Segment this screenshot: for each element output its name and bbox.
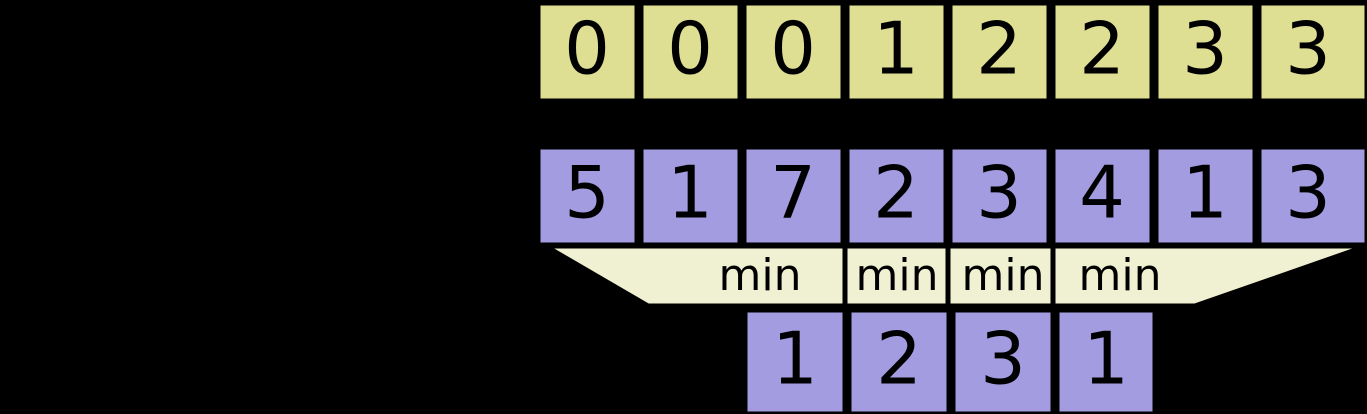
value-cell-value-4: 3 [976, 151, 1022, 235]
min-label-1: min [719, 250, 802, 301]
value-cell-5 [1050, 144, 1155, 248]
index-cell-0 [535, 0, 640, 104]
index-cell-7 [1256, 0, 1367, 104]
result-cell-2 [950, 307, 1056, 414]
index-cell-6 [1153, 0, 1258, 104]
index-cell-1 [638, 0, 743, 104]
value-cell-0 [535, 144, 640, 248]
value-cell-4 [947, 144, 1052, 248]
index-cell-value-0: 0 [564, 7, 610, 91]
result-cell-0 [742, 307, 848, 414]
value-cell-1 [638, 144, 743, 248]
value-cell-value-3: 2 [873, 151, 919, 235]
index-cell-5 [1050, 0, 1155, 104]
result-row: 1 2 3 1 [742, 307, 1158, 414]
index-cell-value-4: 2 [976, 7, 1022, 91]
index-cell-value-5: 2 [1079, 7, 1125, 91]
value-cell-value-5: 4 [1079, 151, 1125, 235]
value-row: 5 1 7 2 3 4 1 3 [535, 144, 1367, 248]
index-cell-value-3: 1 [873, 7, 919, 91]
result-cell-value-2: 3 [980, 317, 1026, 401]
index-cell-value-7: 3 [1285, 7, 1331, 91]
value-cell-value-1: 1 [667, 151, 713, 235]
min-label-2: min [856, 250, 939, 301]
result-cell-1 [846, 307, 952, 414]
result-cell-value-0: 1 [772, 317, 818, 401]
result-cell-value-3: 1 [1083, 317, 1129, 401]
index-cell-value-1: 0 [667, 7, 713, 91]
index-row: 0 0 0 1 2 2 3 3 [535, 0, 1367, 104]
value-cell-value-7: 3 [1285, 151, 1331, 235]
value-cell-7 [1256, 144, 1367, 248]
value-cell-value-6: 1 [1182, 151, 1228, 235]
value-cell-6 [1153, 144, 1258, 248]
min-label-4: min [1079, 250, 1162, 301]
min-label-3: min [962, 250, 1045, 301]
value-cell-value-2: 7 [770, 151, 816, 235]
index-cell-3 [844, 0, 949, 104]
index-cell-4 [947, 0, 1052, 104]
index-cell-value-2: 0 [770, 7, 816, 91]
index-cell-2 [741, 0, 846, 104]
value-cell-3 [844, 144, 949, 248]
funnel-group: min min min min [535, 243, 1367, 309]
result-cell-3 [1054, 307, 1158, 414]
value-cell-2 [741, 144, 846, 248]
result-cell-value-1: 2 [876, 317, 922, 401]
index-cell-value-6: 3 [1182, 7, 1228, 91]
value-cell-value-0: 5 [564, 151, 610, 235]
